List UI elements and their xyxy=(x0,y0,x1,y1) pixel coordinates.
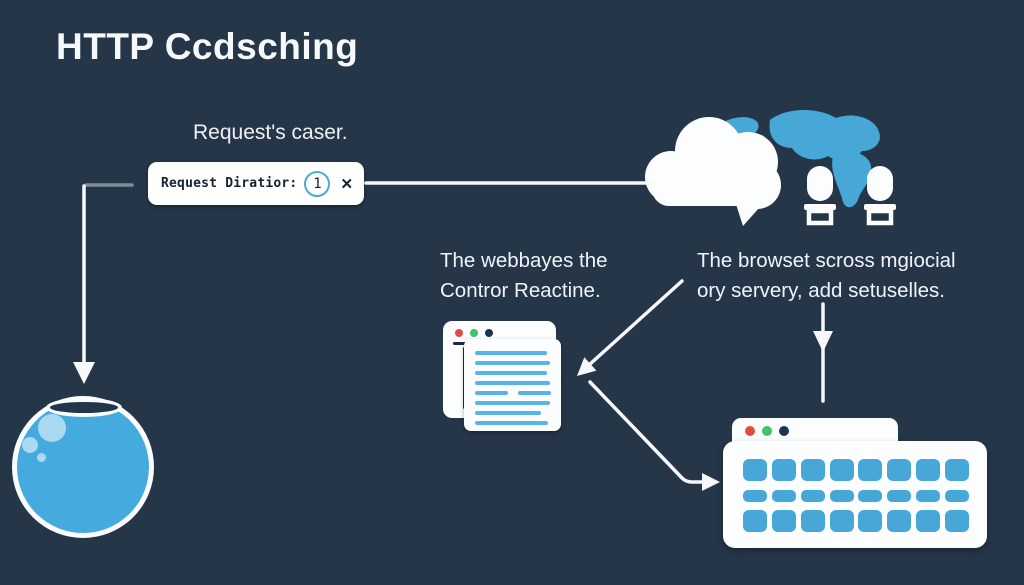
window-dots xyxy=(745,426,796,436)
request-header-box: Request Diratior: 1 ✕ xyxy=(148,162,364,205)
request-count-badge: 1 xyxy=(304,170,331,197)
text-line xyxy=(475,421,548,425)
text-line xyxy=(475,371,547,375)
caption-server: The browset scross mgiocial ory servery,… xyxy=(697,246,956,306)
text-line xyxy=(475,361,550,365)
server-titlebar-icon xyxy=(732,418,898,444)
bubble-icon xyxy=(38,414,66,442)
text-line xyxy=(517,391,551,395)
arrow-browser-to-server xyxy=(588,380,720,491)
text-line-split xyxy=(475,391,551,395)
text-line xyxy=(475,411,541,415)
request-caption: Request's caser. xyxy=(193,121,348,144)
red-dot-icon xyxy=(455,329,463,337)
cache-sphere-icon xyxy=(12,396,154,538)
arrow-down-to-server xyxy=(813,302,833,403)
map-pin-icon xyxy=(804,166,836,226)
sphere-opening xyxy=(46,398,122,417)
caption-server-line1: The browset scross mgiocial xyxy=(697,249,956,272)
key-row xyxy=(743,459,969,481)
bubble-icon xyxy=(37,453,46,462)
green-dot-icon xyxy=(470,329,478,337)
green-dot-icon xyxy=(762,426,772,436)
bubble-icon xyxy=(22,437,38,453)
caption-browser-line2: Contror Reactine. xyxy=(440,279,601,302)
server-keyboard-icon xyxy=(723,441,987,548)
text-line xyxy=(475,381,550,385)
caption-browser: The webbayes the Contror Reactine. xyxy=(440,246,608,306)
arrow-down-to-sphere xyxy=(73,184,95,384)
navy-dot-icon xyxy=(779,426,789,436)
caption-browser-line1: The webbayes the xyxy=(440,249,608,272)
text-line xyxy=(475,391,509,395)
keyboard-keys xyxy=(743,459,969,532)
key-row xyxy=(743,510,969,532)
request-header-text: Request Diratior: xyxy=(161,176,298,191)
caption-server-line2: ory servery, add setuselles. xyxy=(697,279,946,302)
close-icon[interactable]: ✕ xyxy=(340,175,354,193)
red-dot-icon xyxy=(745,426,755,436)
key-row xyxy=(743,489,969,502)
webpage-document-icon xyxy=(464,339,561,431)
page-title: HTTP Ccdsching xyxy=(56,26,359,67)
text-line xyxy=(475,351,547,355)
map-pin-icon xyxy=(864,166,896,226)
navy-dot-icon xyxy=(485,329,493,337)
text-line xyxy=(475,401,550,405)
cloud-icon xyxy=(645,117,781,226)
window-dots xyxy=(455,329,500,337)
cloud-globe-icon xyxy=(645,110,896,226)
